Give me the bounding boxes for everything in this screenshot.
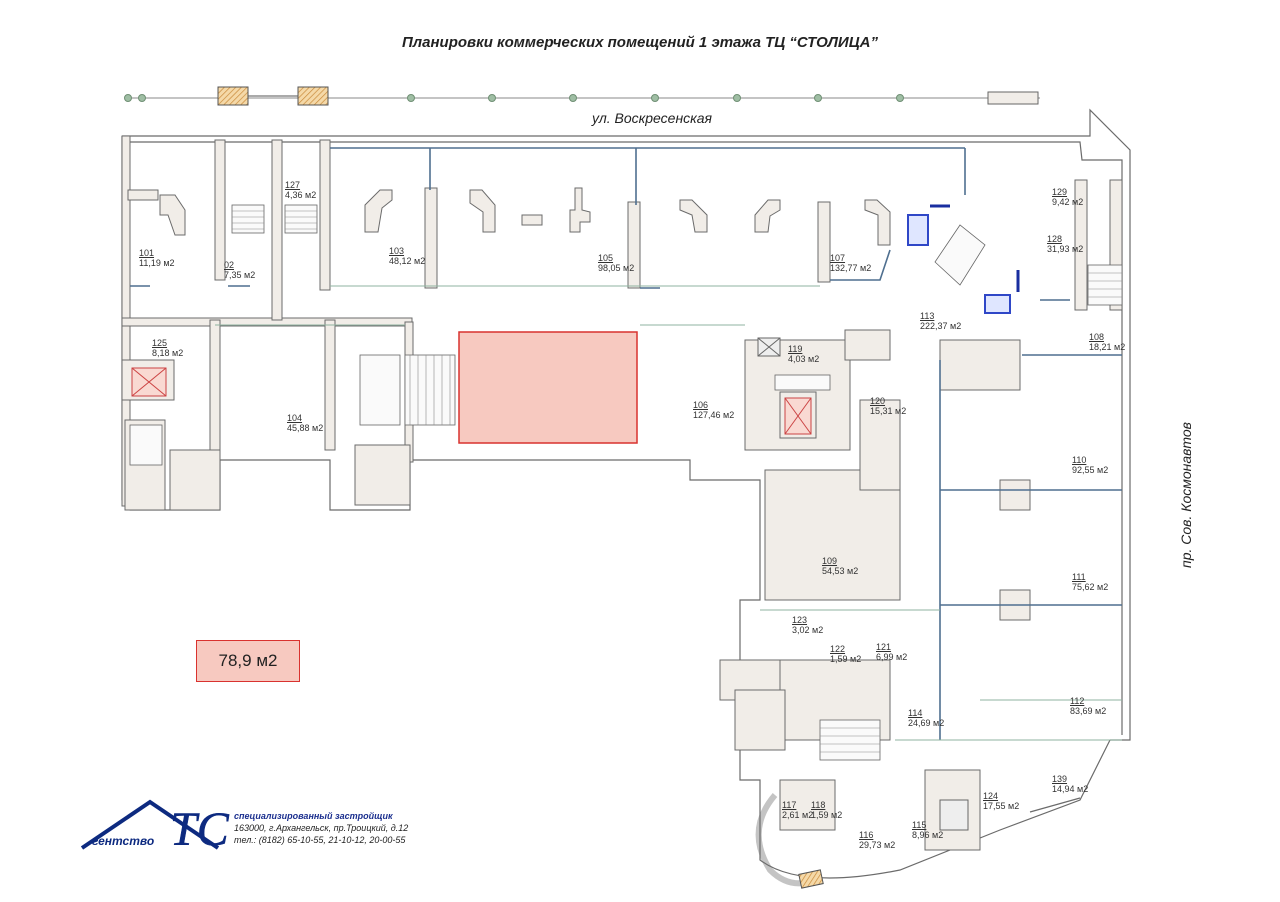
developer-phones: тел.: (8182) 65-10-55, 21-10-12, 20-00-5… <box>234 835 406 845</box>
elevators <box>131 337 969 831</box>
stair-treads <box>232 210 1122 753</box>
outer-walls <box>121 108 1131 879</box>
street-label-right: пр. Сов. Космонавтов <box>1178 422 1194 568</box>
developer-info: специализированный застройщик 163000, г.… <box>234 810 408 846</box>
developer-logo: ТС <box>80 799 230 856</box>
facade-rail <box>124 86 1040 106</box>
street-label-top: ул. Воскресенская <box>592 110 713 126</box>
logo-text: гентство <box>92 834 155 848</box>
partitions <box>130 147 1122 740</box>
developer-address: 163000, г.Архангельск, пр.Троицкий, д.12 <box>234 823 409 833</box>
highlighted-room[interactable] <box>458 331 638 444</box>
page-title: Планировки коммерческих помещений 1 этаж… <box>402 34 878 51</box>
highlight-area-badge: 78,9 м2 <box>196 640 300 682</box>
developer-name: специализированный застройщик <box>234 811 393 821</box>
logo-letters: ТС <box>170 803 230 856</box>
street-label-right-wrap: пр. Сов. Космонавтов <box>1178 388 1200 568</box>
escalators <box>907 204 1020 314</box>
partitions-thin <box>215 285 1122 741</box>
stairs <box>129 204 1123 761</box>
columns <box>127 139 891 321</box>
tower-curve <box>755 793 817 887</box>
